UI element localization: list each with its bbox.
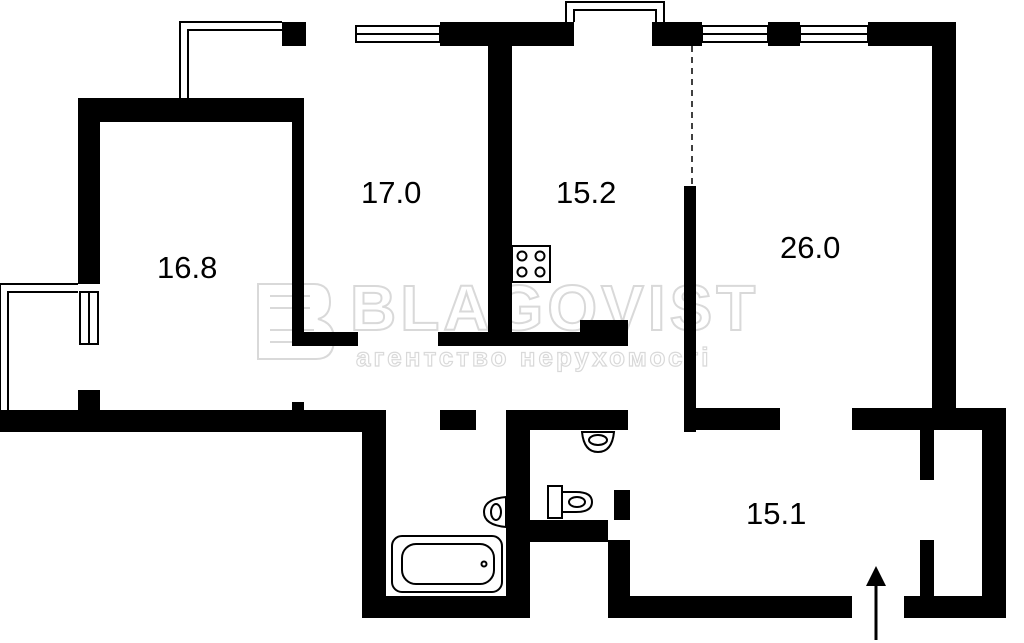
washbasin-icon [482,495,507,529]
balcony-top-left [179,21,282,98]
room-area-right: 26.0 [780,230,840,265]
walls [0,22,1006,618]
stove-icon [511,245,551,283]
entrance-arrow-icon [866,566,886,640]
toilet-icon [547,485,594,519]
watermark-logo-icon [257,283,336,360]
room-area-hallway: 15.1 [746,496,806,531]
bathtub-icon [391,535,503,593]
sink-icon [580,431,616,454]
balcony-left [0,283,78,410]
windows [79,25,869,345]
room-area-kitchen: 15.2 [556,175,616,210]
balcony-top-middle [565,1,665,22]
watermark-tagline: агентство нерухомості [356,342,711,372]
room-area-left: 16.8 [157,250,217,285]
room-area-middle-left: 17.0 [361,175,421,210]
